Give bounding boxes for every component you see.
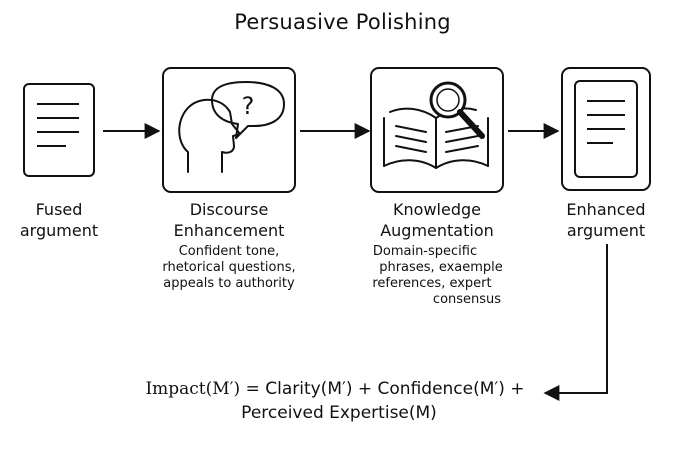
arrow-enhanced-to-formula: [543, 244, 608, 401]
formula-term-1: Clarity(M′) + Confidence(M′) +: [265, 379, 525, 399]
enhanced-argument-label-line1: Enhanced: [566, 200, 646, 219]
knowledge-desc-line: Domain-specific: [372, 244, 478, 259]
knowledge-augmentation-label-line2: Augmentation: [380, 221, 494, 240]
knowledge-desc-line: phrases, exaemple: [379, 260, 503, 275]
book-magnifier-icon: [383, 81, 489, 169]
discourse-enhancement-label-line2: Enhancement: [173, 221, 285, 240]
discourse-desc-line: rhetorical questions,: [162, 260, 296, 275]
question-mark-glyph: ?: [242, 92, 255, 120]
fused-argument-label-line2: argument: [19, 221, 99, 240]
discourse-desc-line: appeals to authority: [163, 276, 295, 291]
discourse-enhancement-label-line1: Discourse: [189, 200, 269, 219]
discourse-desc-line: Confident tone,: [178, 244, 280, 259]
knowledge-desc-line: references, expert: [372, 276, 492, 291]
enhanced-argument-label-line2: argument: [566, 221, 646, 240]
impact-formula: Impact(M′) = Clarity(M′) + Confidence(M′…: [120, 377, 550, 425]
enhanced-argument-document-icon: [574, 80, 638, 178]
formula-line-2: Perceived Expertise(M): [120, 401, 550, 425]
discourse-enhancement-box: [162, 67, 296, 193]
knowledge-augmentation-label-line1: Knowledge: [393, 200, 481, 219]
discourse-enhancement-label: Discourse Enhancement: [159, 199, 299, 241]
fused-argument-label-line1: Fused: [35, 200, 83, 219]
diagram-title: Persuasive Polishing: [234, 10, 451, 34]
knowledge-augmentation-description: Domain-specific phrases, exaemple refere…: [352, 244, 512, 308]
discourse-enhancement-description: Confident tone, rhetorical questions, ap…: [149, 244, 309, 292]
knowledge-desc-line: consensus: [432, 292, 502, 307]
formula-term-2: Perceived Expertise(M): [241, 403, 437, 423]
formula-line-1: Impact(M′) = Clarity(M′) + Confidence(M′…: [120, 377, 550, 401]
knowledge-augmentation-label: Knowledge Augmentation: [367, 199, 507, 241]
enhanced-argument-label: Enhanced argument: [551, 199, 661, 241]
fused-argument-label: Fused argument: [9, 199, 109, 241]
formula-lhs: Impact(M′) =: [145, 379, 266, 399]
fused-argument-document-icon: [23, 83, 95, 177]
speaking-head-question-icon: [178, 81, 285, 173]
